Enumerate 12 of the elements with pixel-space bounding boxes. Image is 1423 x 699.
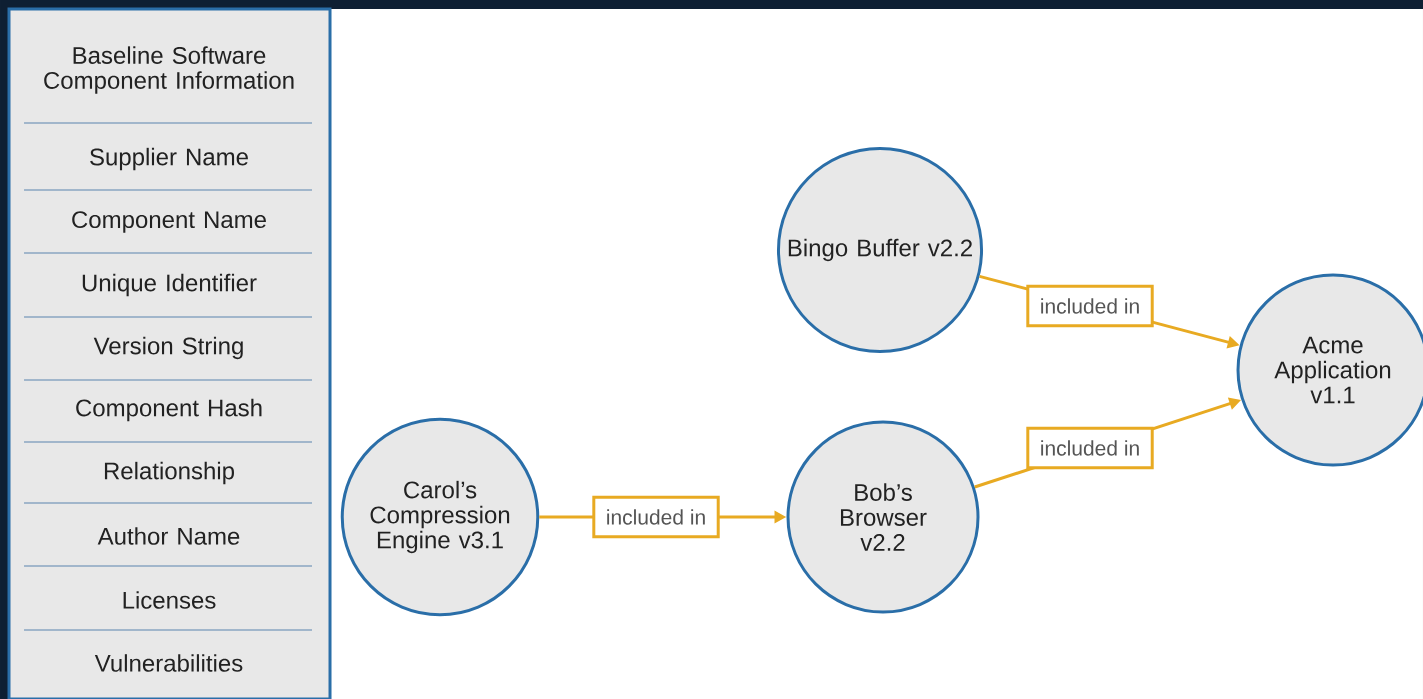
edge-label: included in bbox=[592, 495, 720, 539]
attribute-row: Component Hash bbox=[76, 398, 262, 422]
attribute-row: Relationship bbox=[104, 461, 234, 485]
edge-label: included in bbox=[1026, 426, 1154, 470]
edge-label: included in bbox=[1026, 284, 1154, 328]
attribute-row: Component Name bbox=[72, 211, 266, 233]
attribute-row: Author Name bbox=[97, 527, 240, 545]
attribute-row: Supplier Name bbox=[90, 147, 248, 171]
attribute-row: Unique Identifier bbox=[82, 273, 257, 297]
attribute-row: Version String bbox=[93, 336, 243, 360]
attribute-row: Licenses bbox=[123, 591, 216, 609]
attribute-row: Vulnerabilities bbox=[94, 654, 243, 672]
